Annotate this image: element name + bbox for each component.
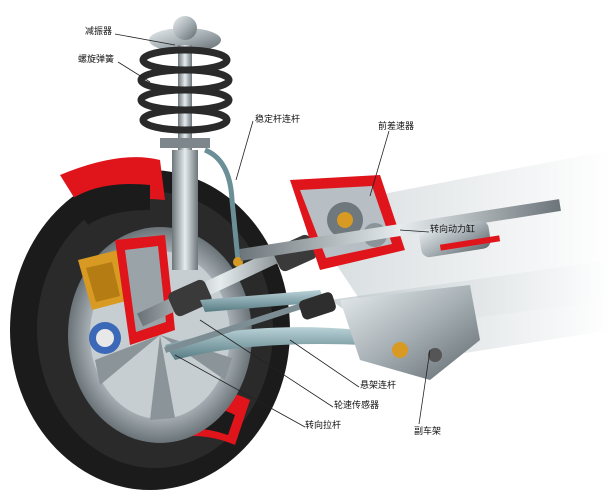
tie-rod	[164, 292, 336, 353]
leader-lines	[114, 33, 431, 428]
label-wheel-speed-sensor: 轮速传感器	[334, 401, 380, 411]
label-stabilizer-link: 稳定杆连杆	[255, 115, 301, 125]
label-tie-rod: 转向拉杆	[305, 421, 342, 431]
label-shock-absorber: 减振器	[85, 27, 113, 37]
subframe	[340, 285, 480, 380]
label-front-differential: 前差速器	[378, 122, 415, 132]
label-steering-cylinder: 转向动力缸	[430, 225, 476, 235]
label-control-arm: 悬架连杆	[360, 381, 397, 391]
label-subframe: 副车架	[414, 427, 442, 437]
stabilizer-link	[203, 147, 243, 267]
brake-caliper	[78, 250, 130, 310]
label-coil-spring: 螺旋弹簧	[78, 55, 115, 65]
strut-assembly	[137, 16, 233, 270]
